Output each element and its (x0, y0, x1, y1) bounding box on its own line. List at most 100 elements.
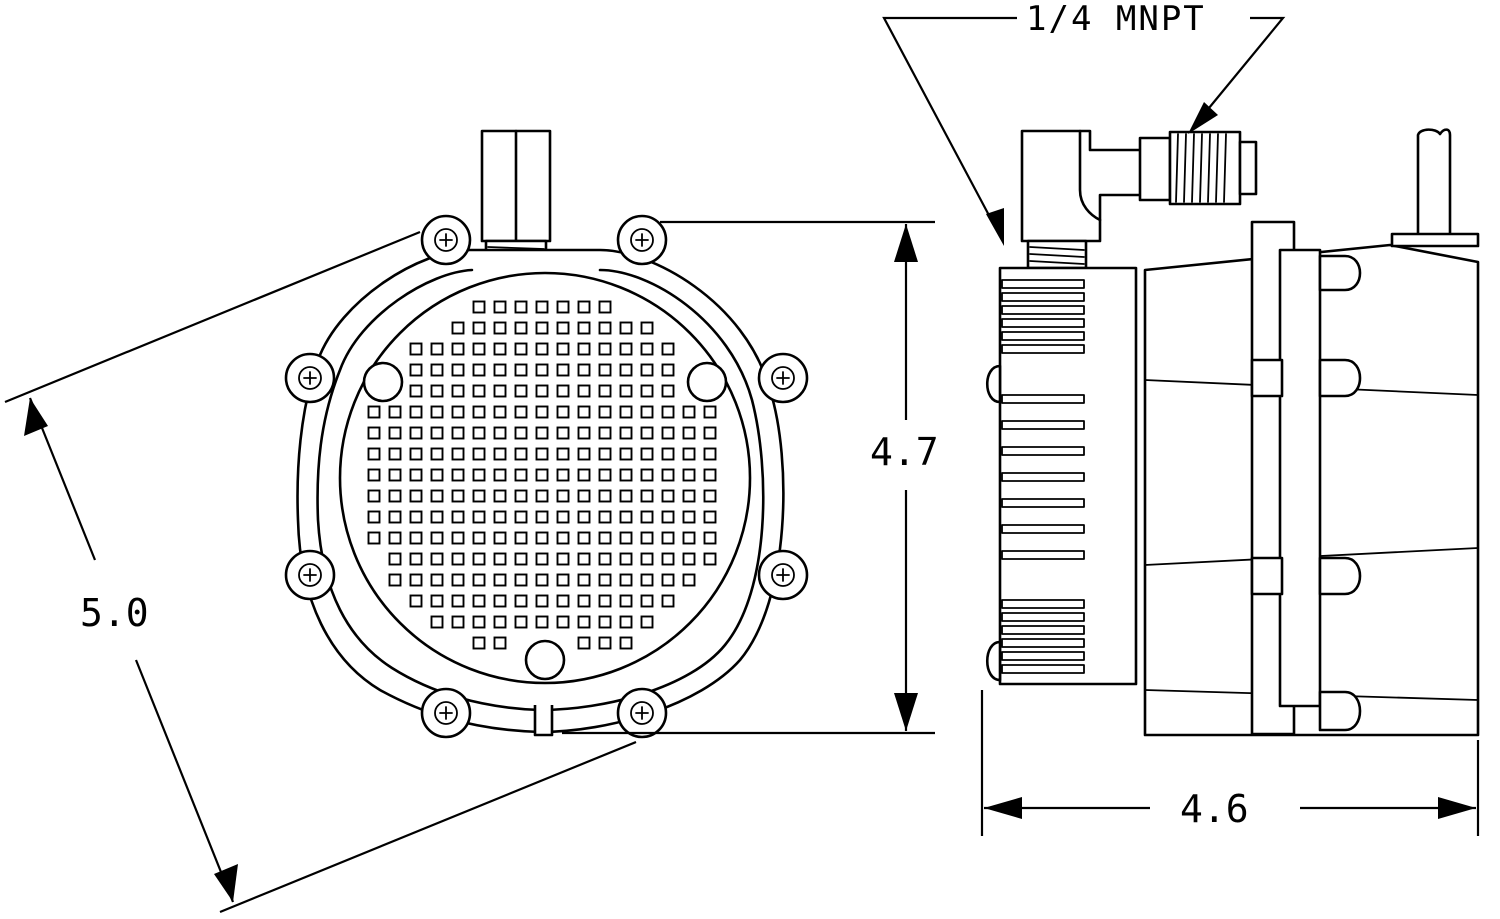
grille-hole (619, 636, 633, 650)
grille-hole (682, 510, 696, 524)
grille-hole (514, 405, 528, 419)
grille-hole (367, 447, 381, 461)
side-intake-slots (1001, 279, 1085, 674)
grille-hole (367, 489, 381, 503)
grille-hole (619, 363, 633, 377)
grille-hole (619, 321, 633, 335)
grille-hole (703, 510, 717, 524)
intake-slot (1001, 472, 1085, 482)
intake-slot (1001, 612, 1085, 622)
grille-hole (535, 531, 549, 545)
grille-hole (556, 468, 570, 482)
dim-width: 4.6 (980, 690, 1480, 836)
grille-hole (577, 384, 591, 398)
grille-hole (472, 447, 486, 461)
grille-hole (682, 405, 696, 419)
grille-hole (598, 300, 612, 314)
intake-slot (1001, 638, 1085, 648)
grille-hole (619, 615, 633, 629)
grille-hole (493, 447, 507, 461)
elbow-fitting (1020, 129, 1147, 243)
grille-hole (514, 594, 528, 608)
grille-hole (430, 405, 444, 419)
grille-hole (493, 342, 507, 356)
grille-hole (451, 321, 465, 335)
grille-hole (577, 300, 591, 314)
grille-hole (535, 447, 549, 461)
grille-hole (493, 321, 507, 335)
grille-hole (514, 510, 528, 524)
grille-hole (640, 510, 654, 524)
intake-slot (1001, 625, 1085, 635)
grille-hole (409, 405, 423, 419)
grille-hole (493, 552, 507, 566)
grille-hole (556, 552, 570, 566)
grille-hole (577, 615, 591, 629)
grille-hole (598, 363, 612, 377)
grille-hole (703, 552, 717, 566)
mount-hole-left (362, 361, 404, 403)
grille-hole (577, 447, 591, 461)
intake-slot (1001, 305, 1085, 315)
grille-hole (556, 594, 570, 608)
grille-hole (409, 342, 423, 356)
grille-hole (367, 405, 381, 419)
grille-hole (577, 573, 591, 587)
grille-hole (640, 384, 654, 398)
grille-hole (430, 363, 444, 377)
intake-slot (1001, 318, 1085, 328)
grille-hole (577, 363, 591, 377)
grille-hole (703, 489, 717, 503)
grille-hole (640, 552, 654, 566)
grille-hole (640, 531, 654, 545)
grille-hole (535, 426, 549, 440)
grille-hole (661, 384, 675, 398)
grille-hole (430, 342, 444, 356)
grille-hole (388, 552, 402, 566)
grille-hole (409, 573, 423, 587)
grille-hole (493, 489, 507, 503)
intake-slot (1001, 420, 1085, 430)
grille-hole (514, 342, 528, 356)
grille-hole (451, 594, 465, 608)
grille-hole (472, 342, 486, 356)
grille-hole (451, 363, 465, 377)
grille-hole (535, 300, 549, 314)
grille-hole (472, 321, 486, 335)
grille-hole (640, 594, 654, 608)
grille-hole (556, 489, 570, 503)
grille-hole (388, 468, 402, 482)
intake-slot (1001, 344, 1085, 354)
grille-hole (556, 510, 570, 524)
side-screen-housing (998, 266, 1138, 686)
grille-hole (703, 447, 717, 461)
grille-hole (682, 531, 696, 545)
side-neck-thread (1026, 239, 1088, 270)
intake-slot (1001, 292, 1085, 302)
grille-hole (640, 405, 654, 419)
grille-hole (451, 405, 465, 419)
grille-hole (619, 468, 633, 482)
dim-height-label: 4.7 (870, 430, 939, 474)
grille-hole (493, 363, 507, 377)
grille-hole (409, 489, 423, 503)
grille-hole (640, 426, 654, 440)
grille-hole (514, 384, 528, 398)
grille-hole (367, 468, 381, 482)
grille-hole (682, 426, 696, 440)
grille-hole (535, 468, 549, 482)
grille-hole (493, 300, 507, 314)
grille-hole (682, 573, 696, 587)
intake-slot (1001, 524, 1085, 534)
grille-hole (682, 468, 696, 482)
grille-hole (598, 426, 612, 440)
grille-hole (472, 384, 486, 398)
grille-hole (388, 573, 402, 587)
intake-slot (1001, 599, 1085, 609)
dim-diagonal: 5.0 (4, 230, 637, 914)
grille-hole (640, 615, 654, 629)
grille-hole (472, 510, 486, 524)
grille-hole (619, 594, 633, 608)
grille-hole (388, 531, 402, 545)
grille-hole (640, 363, 654, 377)
